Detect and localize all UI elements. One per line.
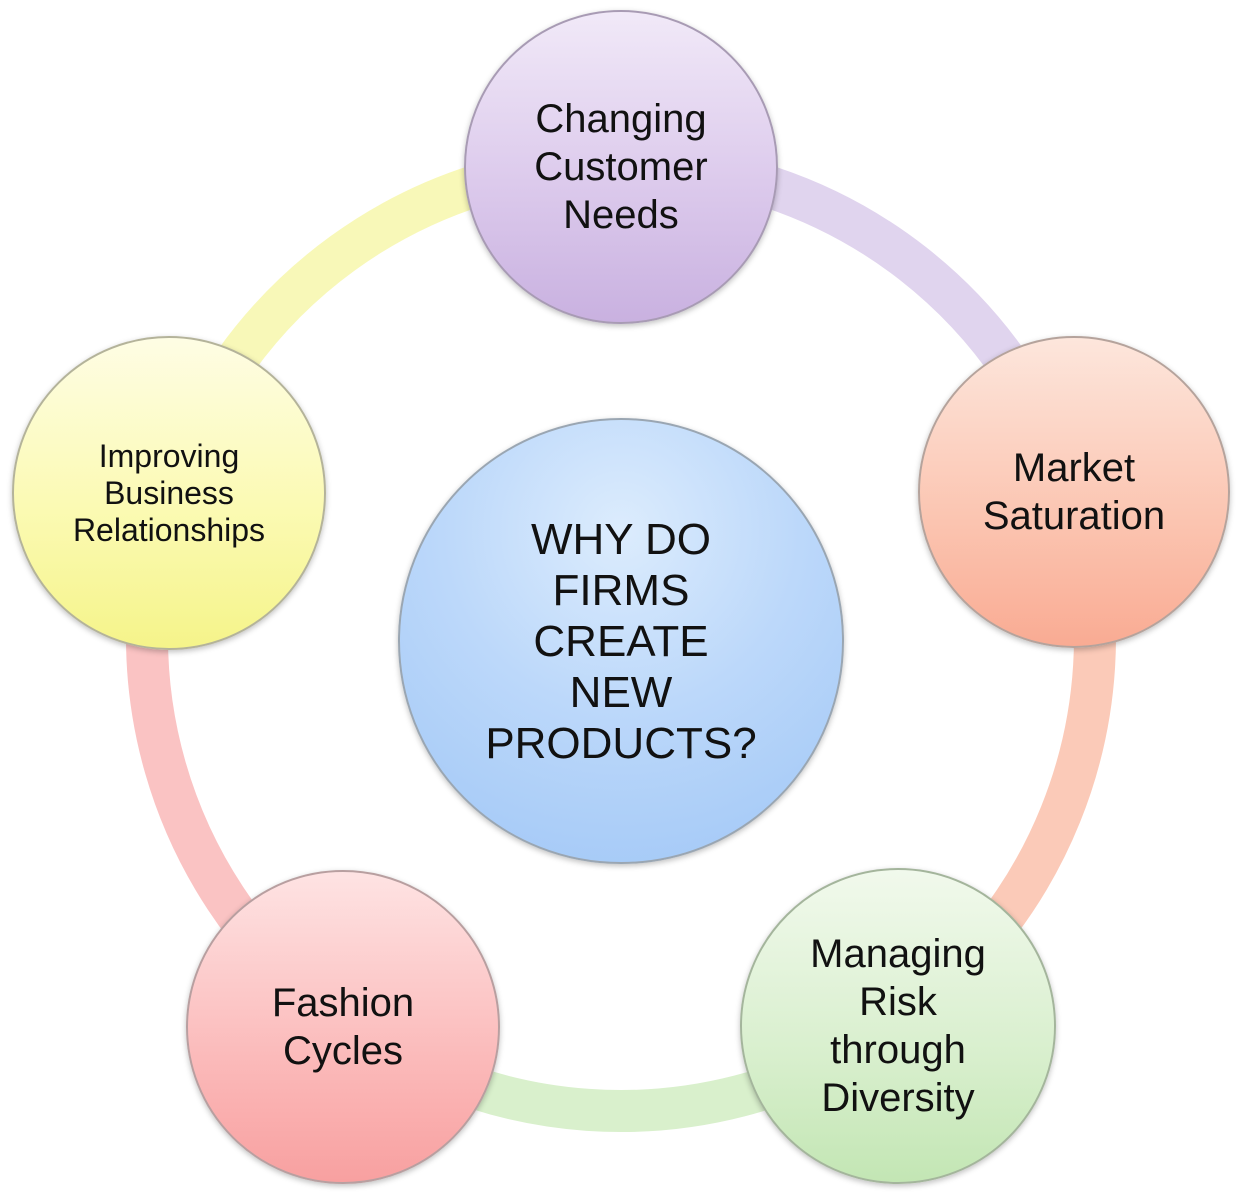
node-improving-business-relationships: Improving Business Relationships [12, 336, 326, 650]
center-question-circle: WHY DO FIRMS CREATE NEW PRODUCTS? [398, 418, 844, 864]
node-fashion-cycles: Fashion Cycles [186, 870, 500, 1184]
node-label: Improving Business Relationships [72, 437, 266, 548]
node-changing-customer-needs: Changing Customer Needs [464, 10, 778, 324]
node-label: Fashion Cycles [271, 981, 415, 1073]
node-managing-risk: Managing Risk through Diversity [740, 868, 1056, 1184]
center-question-text: WHY DO FIRMS CREATE NEW PRODUCTS? [485, 514, 757, 768]
node-label: Changing Customer Needs [534, 97, 708, 237]
node-label: Market Saturation [982, 446, 1166, 538]
node-label: Managing Risk through Diversity [810, 932, 986, 1120]
node-market-saturation: Market Saturation [918, 336, 1230, 648]
